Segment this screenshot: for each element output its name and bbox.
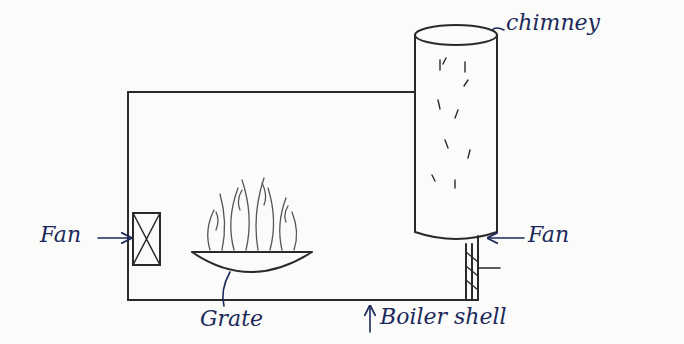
- fire-flames: [208, 178, 297, 250]
- leader-arrow: [98, 237, 131, 239]
- part-label: Boiler shell: [380, 304, 507, 330]
- leader-line: [223, 272, 230, 306]
- part-label: Fan: [528, 222, 569, 248]
- chimney-symbol: [415, 25, 497, 239]
- leader-line: [492, 28, 504, 30]
- fan-symbol: [466, 244, 500, 300]
- grate-symbol: [192, 252, 312, 272]
- shell-wall: [128, 92, 478, 300]
- part-label: Fan: [40, 222, 81, 248]
- part-label: Grate: [200, 306, 263, 332]
- leader-arrow: [369, 306, 371, 332]
- fan-symbol: [133, 213, 160, 265]
- leader-arrow: [488, 237, 524, 239]
- part-label: chimney: [506, 10, 600, 36]
- shell-top: [128, 91, 415, 93]
